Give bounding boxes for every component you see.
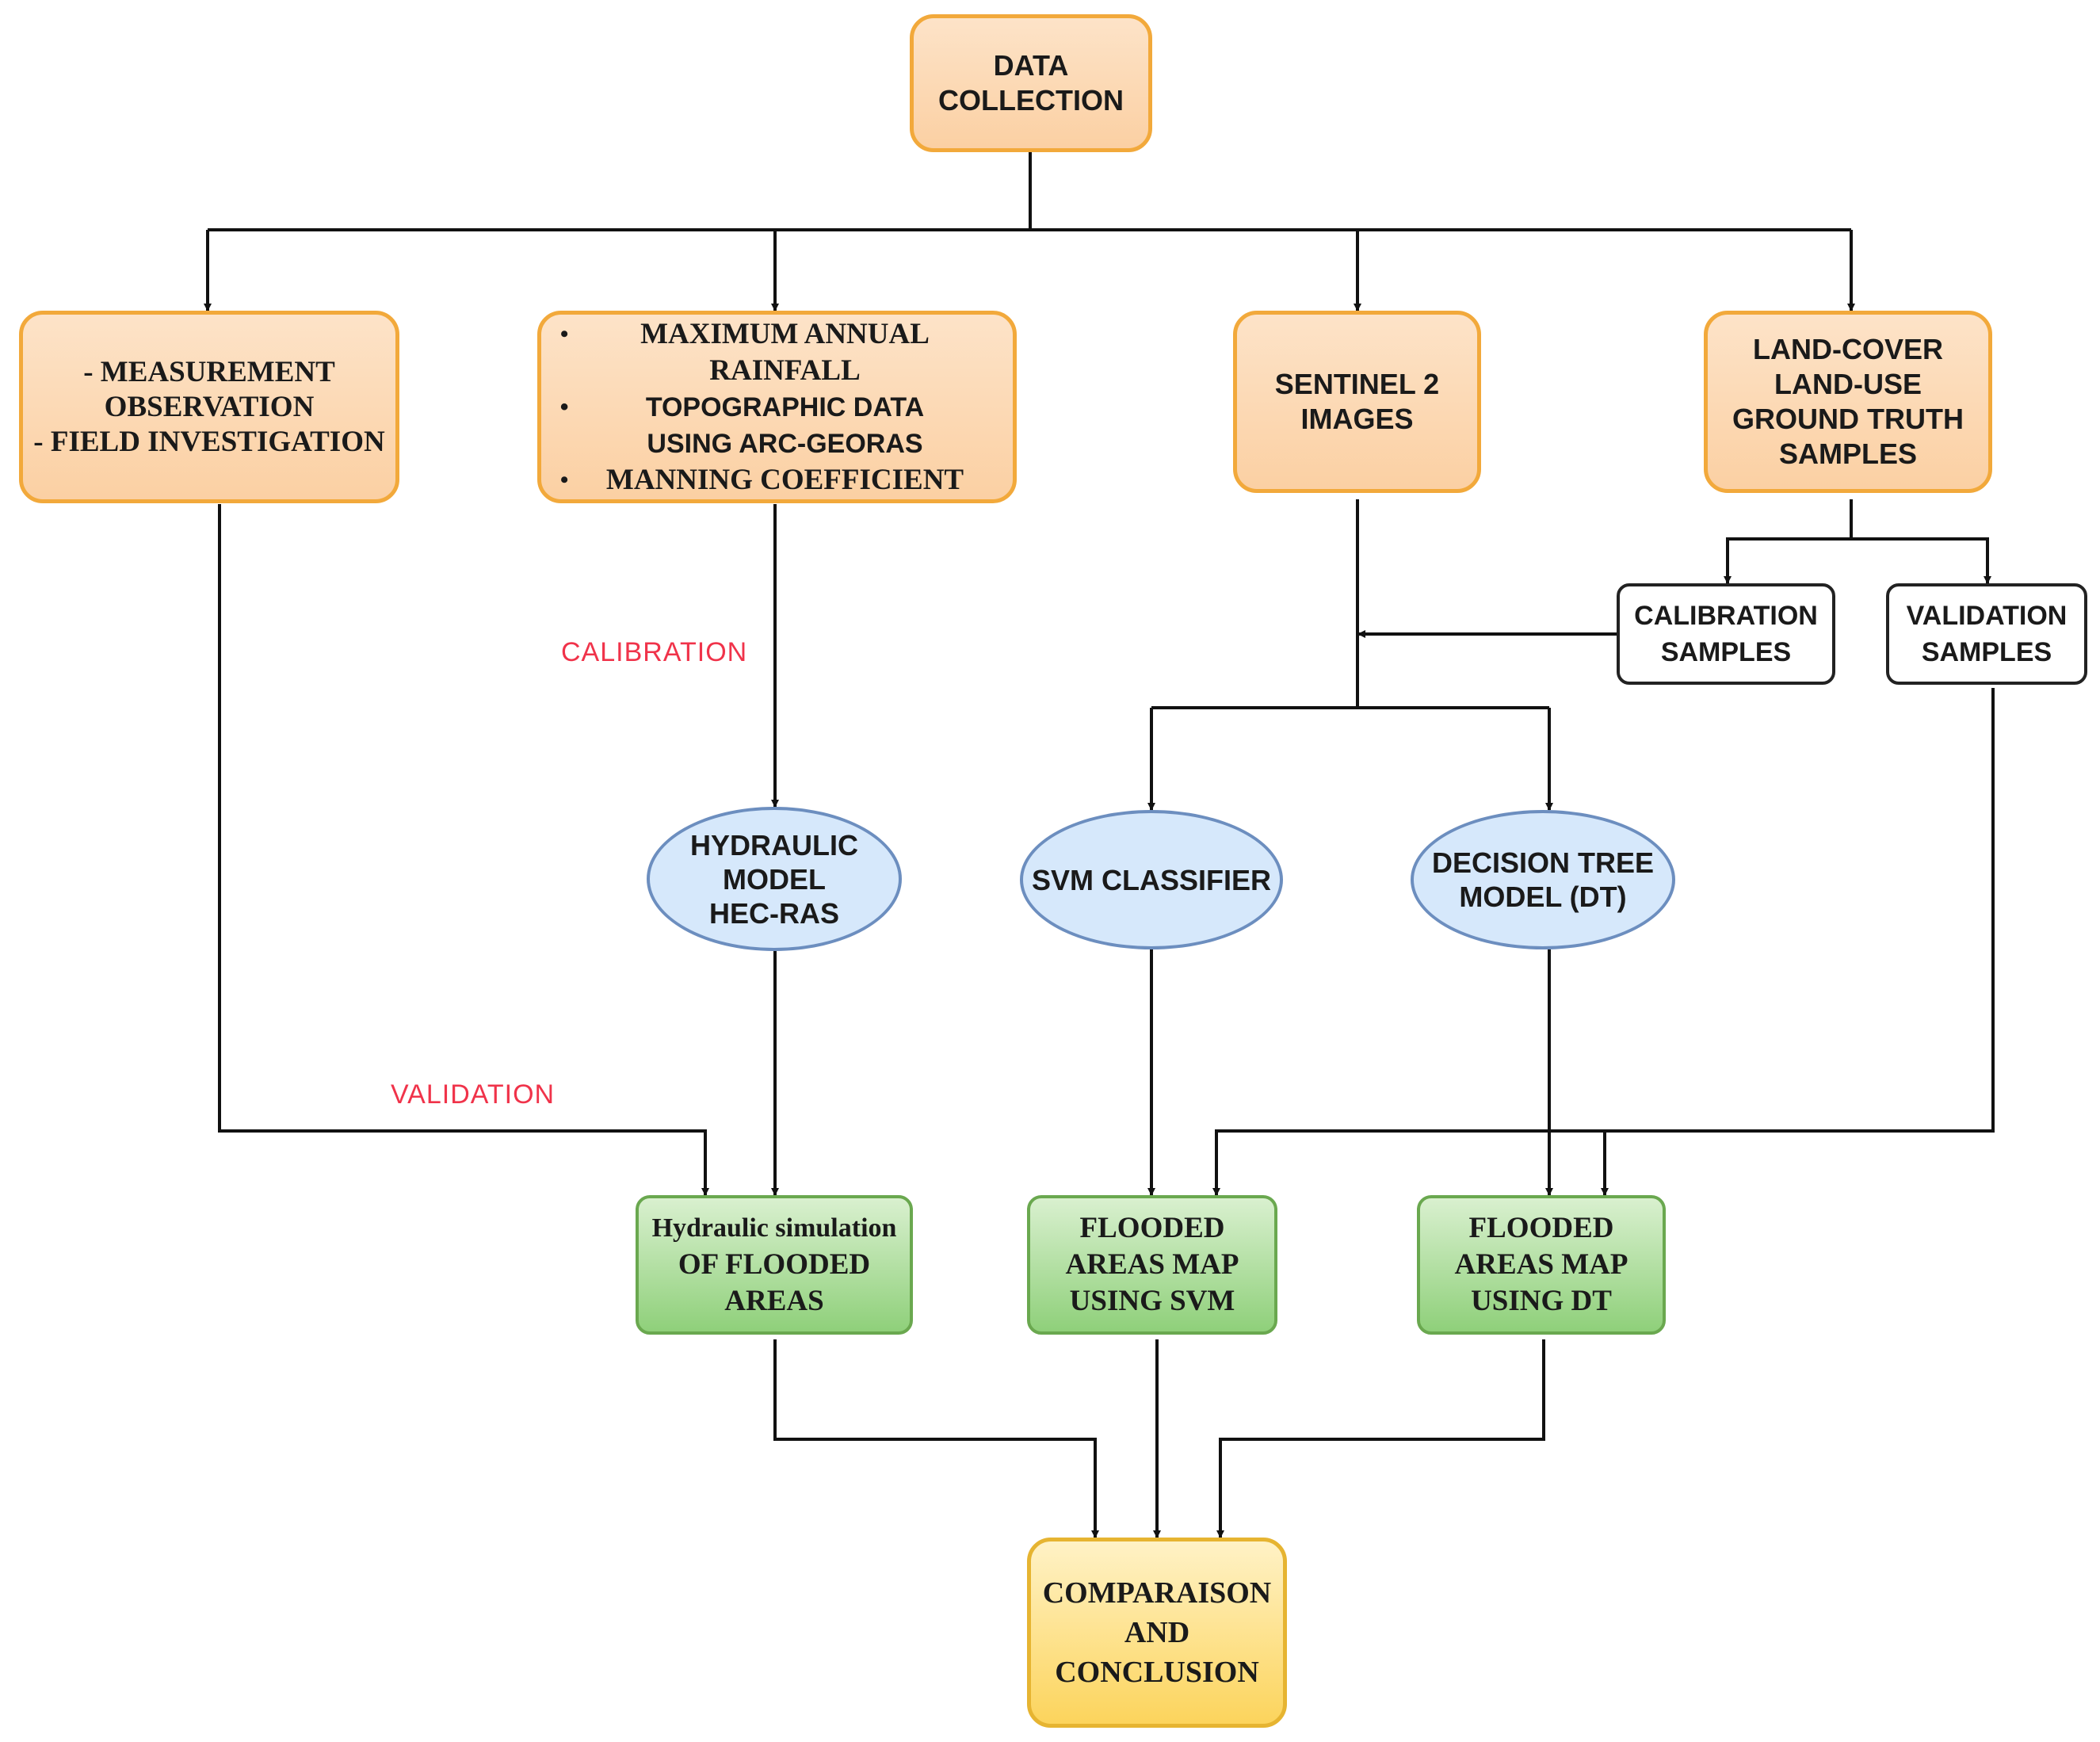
manning-item-text: MANNING COEFFICIENT (605, 463, 964, 496)
hydraulic-model-line-1: HYDRAULIC (690, 828, 858, 861)
calibration-samples-line-1: CALIBRATION (1634, 601, 1818, 631)
hydraulic-model-line-3: HEC-RAS (708, 896, 839, 930)
calibration-samples-line-2: SAMPLES (1660, 637, 1792, 667)
landcover-line-4: SAMPLES (1778, 437, 1918, 470)
conclusion-line-3: CONCLUSION (1055, 1656, 1259, 1689)
measurement-node: - MEASUREMENT OBSERVATION - FIELD INVEST… (19, 311, 399, 503)
hydraulic-simulation-node: Hydraulic simulation OF FLOODED AREAS (636, 1195, 913, 1335)
edge-dt-conclusion (1216, 1339, 1545, 1538)
rainfall-list: MAXIMUM ANNUAL RAINFALL TOPOGRAPHIC DATA… (560, 316, 964, 499)
sentinel-line-1: SENTINEL 2 (1274, 368, 1440, 400)
validation-samples-line-2: SAMPLES (1921, 637, 2052, 667)
conclusion-line-2: AND (1124, 1616, 1190, 1649)
flooded-map-svm-node: FLOODED AREAS MAP USING SVM (1027, 1195, 1277, 1335)
edge-landcover-validation (1851, 537, 1991, 584)
hydraulic-model-node: HYDRAULIC MODEL HEC-RAS (647, 807, 902, 951)
conclusion-node: COMPARAISON AND CONCLUSION (1027, 1538, 1287, 1728)
measurement-line-3: - FIELD INVESTIGATION (33, 425, 385, 458)
manning-item: MANNING COEFFICIENT (560, 462, 964, 499)
hydraulic-simulation-line-3: AREAS (724, 1285, 824, 1317)
flooded-map-dt-line-2: AREAS MAP (1454, 1248, 1628, 1281)
decision-tree-node: DECISION TREE MODEL (DT) (1411, 810, 1675, 949)
hydraulic-simulation-line-1: Hydraulic simulation (651, 1213, 897, 1243)
flooded-map-dt-node: FLOODED AREAS MAP USING DT (1417, 1195, 1666, 1335)
rainfall-item-1b: RAINFALL (709, 353, 861, 387)
landcover-line-3: GROUND TRUTH (1732, 403, 1964, 435)
edge-sim-conclusion (773, 1339, 1099, 1538)
edge-measurement-validation (218, 504, 709, 1196)
data-collection-line-1: DATA (993, 49, 1069, 82)
rainfall-item: MAXIMUM ANNUAL RAINFALL (560, 316, 964, 389)
svm-classifier-label: SVM CLASSIFIER (1031, 863, 1272, 896)
conclusion-line-1: COMPARAISON (1042, 1576, 1272, 1610)
edge-landcover-trunk (1724, 499, 1853, 584)
landcover-line-1: LAND-COVER (1753, 333, 1943, 365)
measurement-line-1: - MEASUREMENT (83, 355, 335, 388)
sentinel-node: SENTINEL 2 IMAGES (1233, 311, 1481, 493)
sentinel-line-2: IMAGES (1300, 403, 1414, 435)
rainfall-node: MAXIMUM ANNUAL RAINFALL TOPOGRAPHIC DATA… (537, 311, 1017, 503)
flooded-map-svm-line-1: FLOODED (1079, 1212, 1225, 1244)
decision-tree-line-2: MODEL (DT) (1459, 881, 1627, 913)
edge-validation-bus (1212, 688, 1995, 1196)
hydraulic-simulation-line-2: OF FLOODED (678, 1248, 871, 1281)
landcover-node: LAND-COVER LAND-USE GROUND TRUTH SAMPLES (1704, 311, 1992, 493)
validation-edge-label: VALIDATION (391, 1079, 556, 1110)
hydraulic-model-line-2: MODEL (723, 862, 826, 896)
calibration-edge-label: CALIBRATION (561, 637, 748, 667)
svm-classifier-node: SVM CLASSIFIER (1020, 810, 1283, 949)
data-collection-node: DATA COLLECTION (910, 14, 1152, 152)
flooded-map-svm-line-3: USING SVM (1069, 1285, 1235, 1317)
decision-tree-line-1: DECISION TREE (1431, 846, 1655, 879)
validation-samples-line-1: VALIDATION (1906, 601, 2068, 631)
flooded-map-dt-line-1: FLOODED (1468, 1212, 1614, 1244)
landcover-line-2: LAND-USE (1774, 368, 1922, 400)
flooded-map-dt-line-3: USING DT (1471, 1285, 1612, 1317)
rainfall-item-1a: MAXIMUM ANNUAL (640, 317, 930, 350)
validation-samples-node: VALIDATION SAMPLES (1886, 583, 2087, 685)
measurement-line-2: OBSERVATION (104, 390, 315, 423)
flooded-map-svm-line-2: AREAS MAP (1065, 1248, 1239, 1281)
topographic-item: TOPOGRAPHIC DATA USING ARC-GEORAS (560, 389, 964, 462)
calibration-samples-node: CALIBRATION SAMPLES (1617, 583, 1835, 685)
data-collection-line-2: COLLECTION (938, 84, 1124, 117)
topographic-item-b: USING ARC-GEORAS (647, 428, 923, 459)
topographic-item-a: TOPOGRAPHIC DATA (645, 392, 925, 422)
